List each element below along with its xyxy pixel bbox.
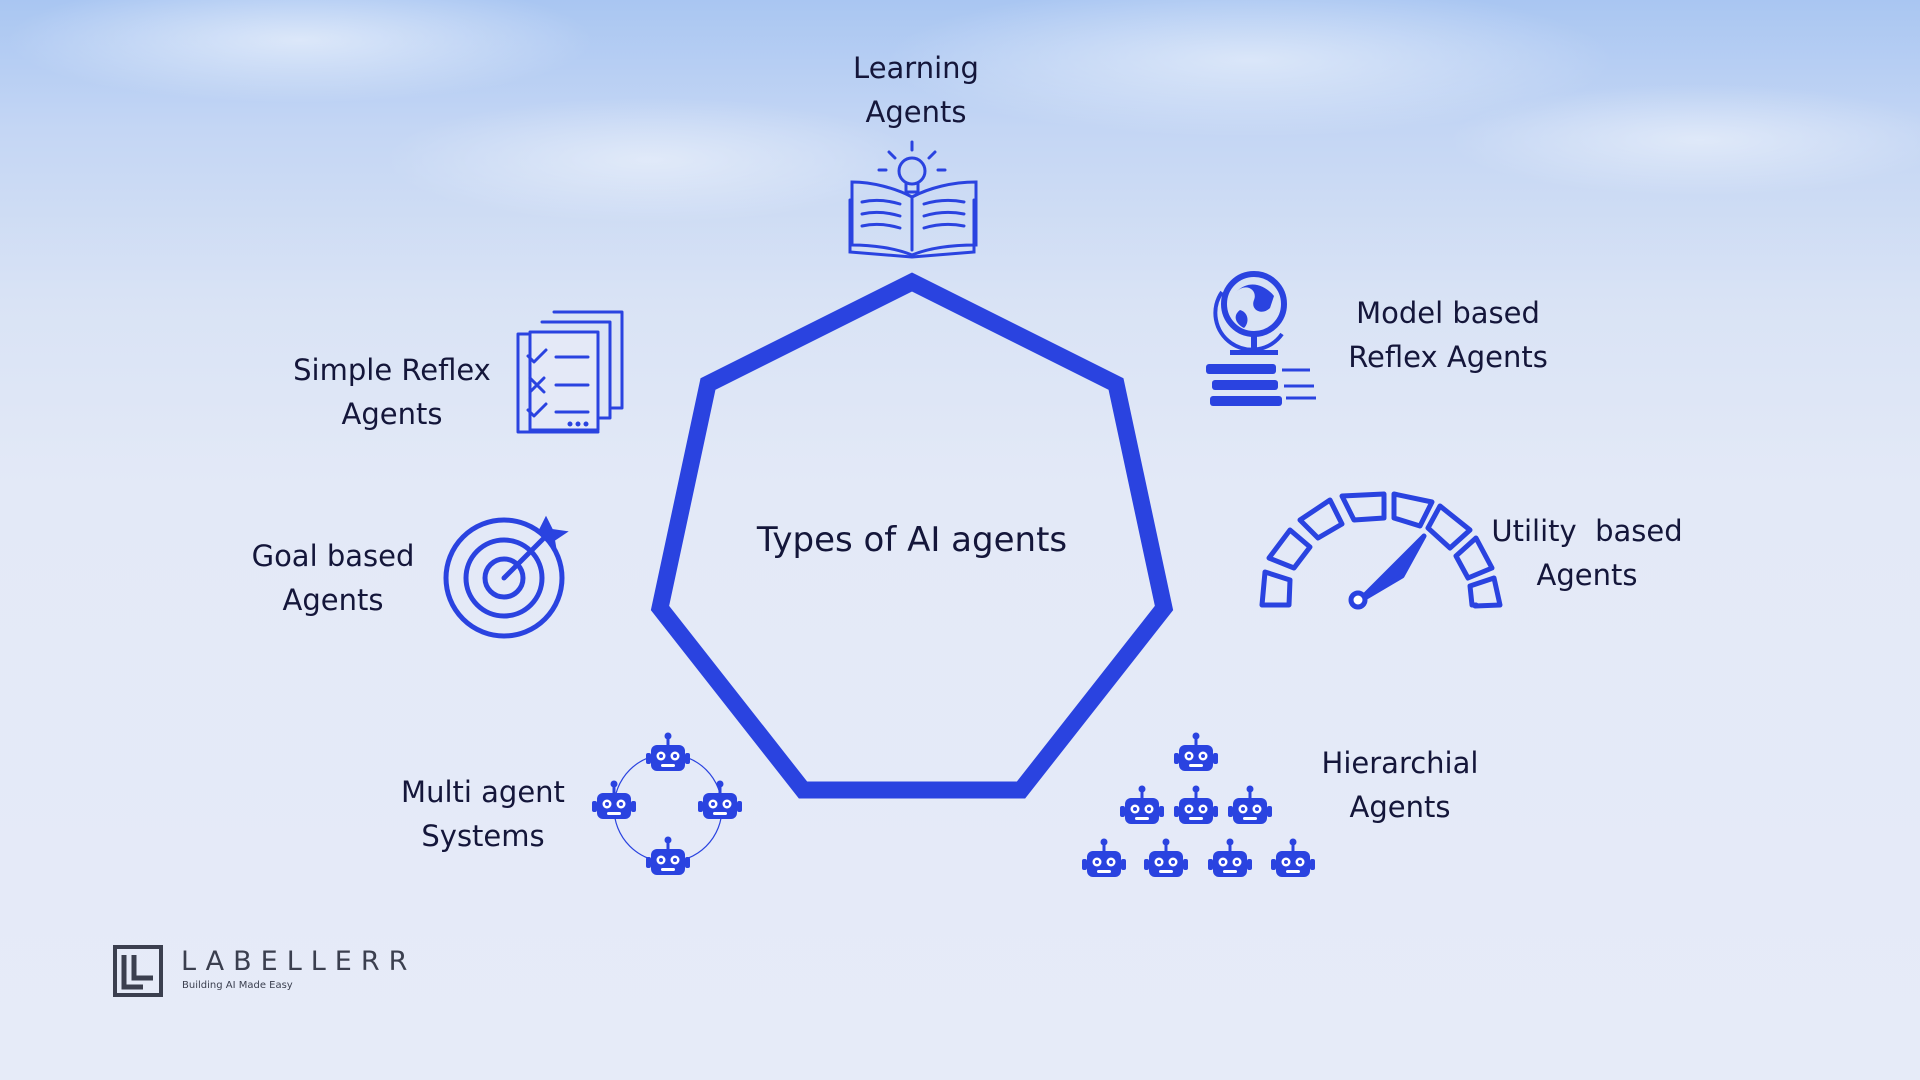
center-title: Types of AI agents — [756, 520, 1068, 560]
globe-books-icon — [1206, 271, 1316, 406]
brand-tagline: Building AI Made Easy — [182, 980, 293, 991]
label-line-1: Hierarchial — [1321, 746, 1479, 780]
checklist-icon — [516, 310, 624, 434]
label-line-1: Multi agent — [401, 775, 565, 809]
brand-name: LABELLERR — [181, 946, 417, 977]
label-simple-reflex-agents: Simple Reflex Agents — [293, 348, 491, 436]
label-learning-agents: Learning Agents — [853, 46, 979, 134]
label-line-2: Agents — [1349, 790, 1451, 824]
label-multi-agent-systems: Multi agent Systems — [401, 770, 565, 858]
label-model-based-reflex-agents: Model based Reflex Agents — [1348, 291, 1548, 379]
label-line-2: Systems — [421, 819, 545, 853]
label-goal-based-agents: Goal based Agents — [252, 534, 415, 622]
robot-pyramid-icon — [1080, 731, 1317, 879]
label-line-2: Agents — [341, 397, 443, 431]
book-lightbulb-icon — [848, 140, 978, 259]
label-line-2: Agents — [282, 583, 384, 617]
label-line-2: Agents — [865, 95, 967, 129]
robot-ring-icon — [590, 731, 744, 877]
label-line-1: Model based — [1356, 296, 1540, 330]
label-line-1: Learning — [853, 51, 979, 85]
target-arrow-icon — [443, 515, 569, 639]
label-line-2: Reflex Agents — [1348, 340, 1548, 374]
label-line-1: Utility based — [1491, 514, 1683, 548]
gauge-icon — [1259, 491, 1503, 610]
label-utility-based-agents: Utility based Agents — [1491, 509, 1682, 597]
label-line-1: Simple Reflex — [293, 353, 491, 387]
heptagon-outline — [650, 272, 1174, 799]
labellerr-logo-icon — [113, 945, 163, 997]
label-hierarchial-agents: Hierarchial Agents — [1322, 741, 1479, 829]
label-line-2: Agents — [1536, 558, 1638, 592]
label-line-1: Goal based — [251, 539, 415, 573]
